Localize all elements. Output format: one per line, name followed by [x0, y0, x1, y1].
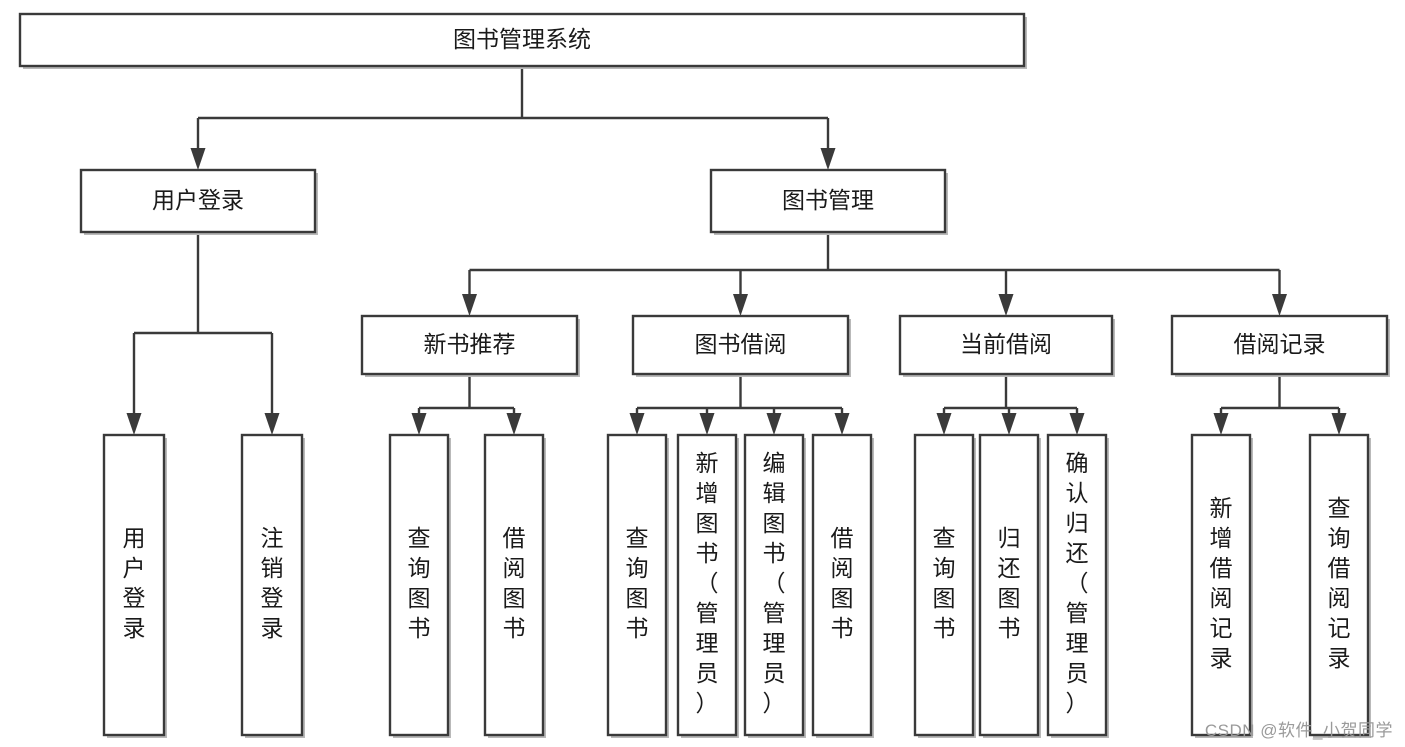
node-rect[interactable]: [606, 433, 668, 737]
node-n-new-book-rec[interactable]: 新书推荐: [360, 314, 580, 377]
node-rect[interactable]: [1190, 433, 1252, 737]
node-label: 查询图书: [626, 525, 649, 641]
nodes-layer: 图书管理系统用户登录图书管理新书推荐图书借阅当前借阅借阅记录用户登录注销登录查询…: [18, 12, 1390, 738]
node-rect[interactable]: [709, 168, 947, 234]
node-root[interactable]: 图书管理系统: [18, 12, 1027, 69]
node-rect[interactable]: [102, 433, 166, 737]
node-l-query-record[interactable]: 查询借阅记录: [1308, 433, 1371, 738]
edge-group-n_borrow_record: [1213, 374, 1347, 435]
node-label: 借阅记录: [1234, 331, 1326, 357]
node-label: 当前借阅: [960, 331, 1052, 357]
node-n-borrow-record[interactable]: 借阅记录: [1170, 314, 1390, 377]
node-n-book-borrow[interactable]: 图书借阅: [631, 314, 851, 377]
arrow-head-icon: [766, 413, 782, 435]
node-l-query-book-3[interactable]: 查询图书: [913, 433, 976, 738]
node-l-borrow-book-2[interactable]: 借阅图书: [811, 433, 874, 738]
node-l-add-book[interactable]: 新增图书（管理员）: [676, 433, 739, 738]
node-label: 查询借阅记录: [1328, 495, 1351, 671]
node-label: 确认归还（管理员）: [1066, 450, 1089, 716]
node-label: 借阅图书: [503, 525, 526, 641]
node-l-user-login[interactable]: 用户登录: [102, 433, 167, 738]
edge-group-n_new_book_rec: [411, 374, 522, 435]
node-l-add-record[interactable]: 新增借阅记录: [1190, 433, 1253, 738]
edge-group-root: [190, 66, 836, 170]
arrow-head-icon: [834, 413, 850, 435]
node-rect[interactable]: [388, 433, 450, 737]
arrow-head-icon: [1069, 413, 1085, 435]
arrow-head-icon: [998, 294, 1014, 316]
node-rect[interactable]: [79, 168, 317, 234]
node-rect[interactable]: [240, 433, 304, 737]
node-rect[interactable]: [360, 314, 579, 376]
arrow-head-icon: [936, 413, 952, 435]
node-label: 查询图书: [933, 525, 956, 641]
arrow-head-icon: [733, 294, 748, 316]
node-l-query-book-1[interactable]: 查询图书: [388, 433, 451, 738]
arrow-head-icon: [629, 413, 645, 435]
node-l-user-logout[interactable]: 注销登录: [240, 433, 305, 738]
node-n-current-borrow[interactable]: 当前借阅: [898, 314, 1115, 377]
node-rect[interactable]: [631, 314, 850, 376]
node-rect[interactable]: [1170, 314, 1389, 376]
edge-group-n_current_borrow: [936, 374, 1085, 435]
node-rect[interactable]: [676, 433, 738, 737]
node-rect[interactable]: [483, 433, 545, 737]
node-rect[interactable]: [913, 433, 975, 737]
node-label: 新增借阅记录: [1210, 495, 1233, 671]
arrow-head-icon: [1001, 413, 1017, 435]
node-label: 图书管理: [782, 187, 874, 213]
arrow-head-icon: [506, 413, 522, 435]
node-label: 归还图书: [998, 525, 1021, 641]
node-n-book-mgmt[interactable]: 图书管理: [709, 168, 948, 235]
node-l-edit-book[interactable]: 编辑图书（管理员）: [743, 433, 806, 738]
arrow-head-icon: [699, 413, 715, 435]
arrow-head-icon: [462, 294, 477, 316]
node-l-query-book-2[interactable]: 查询图书: [606, 433, 669, 738]
edges-layer: [126, 66, 1347, 435]
node-rect[interactable]: [898, 314, 1114, 376]
node-label: 新书推荐: [424, 331, 516, 357]
arrow-head-icon: [1272, 294, 1287, 316]
edge-group-n_user_login: [126, 232, 280, 435]
node-label: 用户登录: [123, 525, 146, 641]
arrow-head-icon: [411, 413, 427, 435]
arrow-head-icon: [264, 413, 280, 435]
node-label: 图书借阅: [695, 331, 787, 357]
node-label: 图书管理系统: [453, 26, 591, 52]
node-l-borrow-book-1[interactable]: 借阅图书: [483, 433, 546, 738]
arrow-head-icon: [126, 413, 142, 435]
node-label: 编辑图书（管理员）: [763, 450, 786, 716]
arrow-head-icon: [190, 148, 206, 170]
edge-group-n_book_mgmt: [462, 232, 1287, 316]
node-rect[interactable]: [978, 433, 1040, 737]
arrow-head-icon: [820, 148, 836, 170]
node-label: 新增图书（管理员）: [696, 450, 719, 716]
node-rect[interactable]: [743, 433, 805, 737]
node-l-return-book[interactable]: 归还图书: [978, 433, 1041, 738]
node-rect[interactable]: [18, 12, 1026, 68]
node-rect[interactable]: [1046, 433, 1108, 737]
node-label: 用户登录: [152, 187, 244, 213]
node-n-user-login[interactable]: 用户登录: [79, 168, 318, 235]
node-rect[interactable]: [811, 433, 873, 737]
edge-group-n_book_borrow: [629, 374, 850, 435]
arrow-head-icon: [1213, 413, 1229, 435]
node-l-confirm-return[interactable]: 确认归还（管理员）: [1046, 433, 1109, 738]
node-rect[interactable]: [1308, 433, 1370, 737]
node-label: 查询图书: [408, 525, 431, 641]
node-label: 注销登录: [261, 525, 284, 641]
node-label: 借阅图书: [831, 525, 854, 641]
arrow-head-icon: [1331, 413, 1347, 435]
